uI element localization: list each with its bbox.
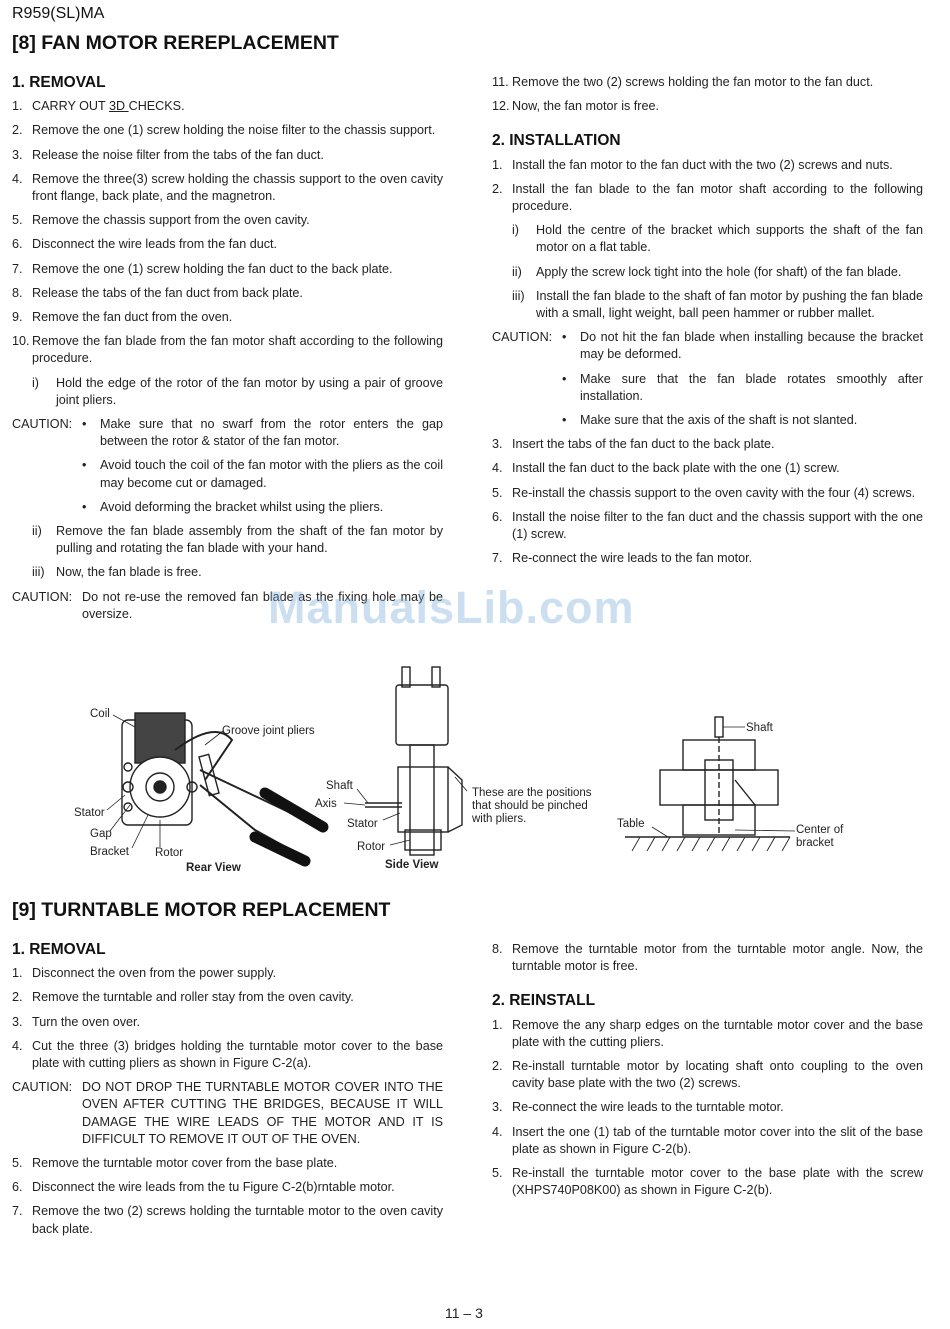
reinstall-step-5: 5.Re-install the turntable motor cover t… [492, 1166, 923, 1198]
removal-step-1: 1. CARRY OUT 3D CHECKS. [12, 99, 185, 114]
turntable-removal-step-6: 6.Disconnect the wire leads from the tu … [12, 1180, 395, 1195]
installation-step-2: 2.Install the fan blade to the fan motor… [492, 181, 923, 214]
reinstall-step-1: 1.Remove the any sharp edges on the turn… [492, 1017, 923, 1049]
fan-motor-figure: Coil Groove joint pliers Stator Gap Brac… [74, 666, 844, 874]
label-rotor: Rotor [155, 847, 183, 859]
label-table: Table [617, 818, 645, 830]
label-bracket: Bracket [90, 846, 130, 858]
turntable-removal-step-5: 5.Remove the turntable motor cover from … [12, 1156, 338, 1171]
turntable-removal-step-2: 2.Remove the turntable and roller stay f… [12, 990, 354, 1005]
rear-view-leaders [106, 714, 224, 849]
label-groove-joint-pliers: Groove joint pliers [222, 725, 315, 737]
removal-step-10: 10.Remove the fan blade from the fan mot… [12, 334, 443, 366]
label-pinch-note-1: These are the positions [472, 787, 592, 799]
removal-step-2: 2.Remove the one (1) screw holding the n… [12, 123, 436, 138]
label-pinch-note-3: with pliers. [471, 813, 526, 825]
removal-caution-1: CAUTION:•Make sure that no swarf from th… [12, 417, 443, 449]
removal-substep-ii: ii)Remove the fan blade assembly from th… [32, 524, 443, 556]
reinstall-step-3: 3.Re-connect the wire leads to the turnt… [492, 1100, 784, 1115]
section-8-left-column: 1. REMOVAL 1. CARRY OUT 3D CHECKS. 2.Rem… [12, 74, 443, 630]
removal-step-12: 12.Now, the fan motor is free. [492, 99, 659, 114]
installation-step-7: 7.Re-connect the wire leads to the fan m… [492, 551, 753, 566]
reinstall-step-4: 4.Insert the one (1) tab of the turntabl… [492, 1124, 923, 1156]
side-view-drawing [365, 666, 463, 856]
installation-caution-bullet-3: •Make sure that the axis of the shaft is… [562, 413, 858, 428]
section-9-right-column: 8.Remove the turntable motor from the tu… [492, 941, 923, 1206]
section-9-title: [9] TURNTABLE MOTOR REPLACEMENT [12, 899, 391, 921]
removal-step-5: 5.Remove the chassis support from the ov… [12, 213, 310, 228]
removal-step-11: 11.Remove the two (2) screws holding the… [492, 75, 874, 89]
label-coil: Coil [90, 708, 110, 720]
label-center-bracket: bracket [796, 837, 835, 849]
label-stator: Stator [74, 807, 105, 819]
turntable-removal-step-8: 8.Remove the turntable motor from the tu… [492, 942, 923, 974]
caption-side-view: Side View [385, 859, 439, 871]
removal-caution-1-bullet-3: •Avoid deforming the bracket whilst usin… [82, 499, 384, 514]
installation-substep-i: i)Hold the centre of the bracket which s… [512, 223, 923, 255]
side-view-leaders [343, 776, 468, 846]
turntable-removal-caution: CAUTION:DO NOT DROP THE TURNTABLE MOTOR … [12, 1080, 443, 1146]
installation-step-3: 3.Insert the tabs of the fan duct to the… [492, 437, 775, 452]
label-side-shaft: Shaft [326, 780, 354, 792]
turntable-removal-step-4: 4.Cut the three (3) bridges holding the … [12, 1038, 443, 1071]
removal-step-8: 8.Release the tabs of the fan duct from … [12, 285, 303, 300]
installation-caution: CAUTION:•Do not hit the fan blade when i… [492, 330, 923, 362]
label-bracket-shaft: Shaft [746, 722, 774, 734]
section-8-right-column: 11.Remove the two (2) screws holding the… [492, 74, 923, 574]
turntable-removal-step-7: 7.Remove the two (2) screws holding the … [12, 1204, 443, 1236]
page-number: 11 – 3 [445, 1305, 483, 1321]
reinstall-heading: 2. REINSTALL [492, 992, 596, 1010]
bracket-leaders [651, 726, 796, 838]
label-pinch-note-2: that should be pinched [472, 800, 588, 812]
installation-substep-ii: ii)Apply the screw lock tight into the h… [512, 264, 902, 279]
label-side-stator: Stator [347, 818, 378, 830]
reinstall-step-2: 2.Re-install turntable motor by locating… [492, 1059, 923, 1091]
removal-step-3: 3.Release the noise filter from the tabs… [12, 147, 324, 162]
section-8-title: [8] FAN MOTOR REREPLACEMENT [12, 32, 339, 54]
removal-step-7: 7.Remove the one (1) screw holding the f… [12, 261, 393, 276]
installation-step-1: 1.Install the fan motor to the fan duct … [492, 157, 893, 172]
installation-step-4: 4.Install the fan duct to the back plate… [492, 461, 840, 476]
removal-substep-i: i)Hold the edge of the rotor of the fan … [32, 375, 443, 407]
watermark: ManualsLib.com [268, 582, 635, 633]
section-9-left-column: 1. REMOVAL 1.Disconnect the oven from th… [12, 941, 443, 1245]
installation-caution-bullet-2: •Make sure that the fan blade rotates sm… [562, 371, 923, 403]
removal-step-6: 6.Disconnect the wire leads from the fan… [12, 237, 278, 252]
removal-caution-2: CAUTION:Do not re-use the removed fan bl… [12, 589, 443, 621]
turntable-removal-step-3: 3.Turn the oven over. [12, 1014, 141, 1029]
caption-rear-view: Rear View [186, 862, 241, 874]
turntable-removal-step-1: 1.Disconnect the oven from the power sup… [12, 966, 277, 981]
model-number: R959(SL)MA [12, 5, 105, 22]
removal-caution-1-bullet-2: •Avoid touch the coil of the fan motor w… [82, 458, 443, 490]
installation-heading: 2. INSTALLATION [492, 132, 621, 150]
bracket-on-table-drawing [625, 716, 790, 838]
installation-step-6: 6.Install the noise filter to the fan du… [492, 509, 923, 542]
label-side-axis: Axis [315, 798, 337, 810]
label-gap: Gap [90, 828, 112, 840]
turntable-removal-heading: 1. REMOVAL [12, 941, 106, 958]
installation-substep-iii: iii)Install the fan blade to the shaft o… [512, 288, 923, 321]
label-center-of: Center of [796, 824, 844, 836]
removal-heading: 1. REMOVAL [12, 74, 106, 91]
rear-view-drawing [121, 712, 329, 867]
removal-substep-iii: iii)Now, the fan blade is free. [32, 565, 202, 580]
installation-step-5: 5.Re-install the chassis support to the … [492, 485, 916, 500]
table-hatching [631, 836, 791, 852]
removal-step-9: 9.Remove the fan duct from the oven. [12, 310, 233, 325]
label-side-rotor: Rotor [357, 841, 385, 853]
removal-step-4: 4.Remove the three(3) screw holding the … [12, 171, 443, 204]
